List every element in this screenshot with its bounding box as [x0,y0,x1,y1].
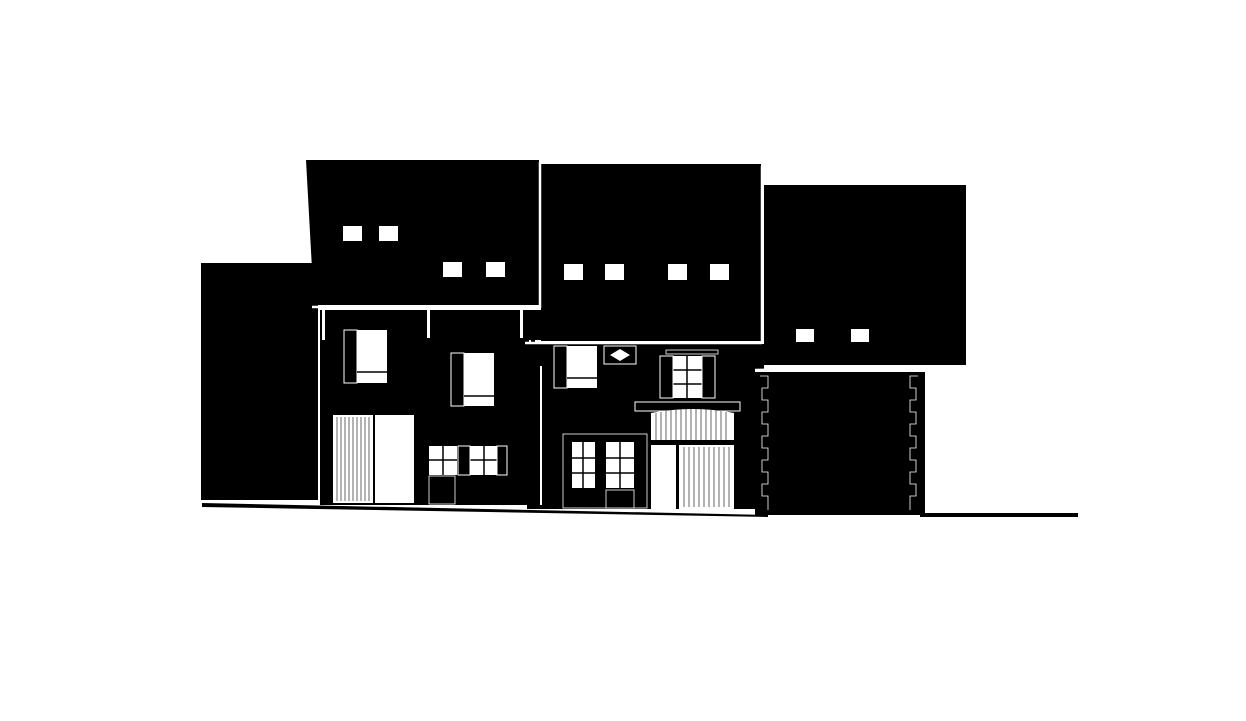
window-upper-left [343,329,387,384]
roof-window [605,264,624,280]
window-upper-right [450,352,494,407]
window-ground-french [562,433,648,509]
roof-window [379,226,398,241]
left-annex [201,263,318,500]
barn-facade [755,372,925,515]
window-ground-casement [428,445,508,505]
roof-window [710,264,729,280]
stone-quoins [760,375,918,510]
house-middle [524,164,761,509]
house-left-roof [306,160,539,305]
house-right-barn [754,185,966,515]
roof-window [796,329,814,342]
garage-door [333,415,414,503]
ground-line [202,503,768,517]
roof-window [851,329,869,342]
roof-window [564,264,583,280]
house-middle-roof [541,164,761,341]
roof-window [668,264,687,280]
roof-window [486,262,505,277]
roof-window [443,262,462,277]
garage-door [651,409,734,509]
roof-window [343,226,362,241]
diamond-sign [603,345,637,365]
window-upper-right [659,349,719,399]
house-left [306,160,539,505]
ground-line-right [920,513,1078,517]
window-upper-left [553,345,597,389]
roof-separators [312,162,926,372]
